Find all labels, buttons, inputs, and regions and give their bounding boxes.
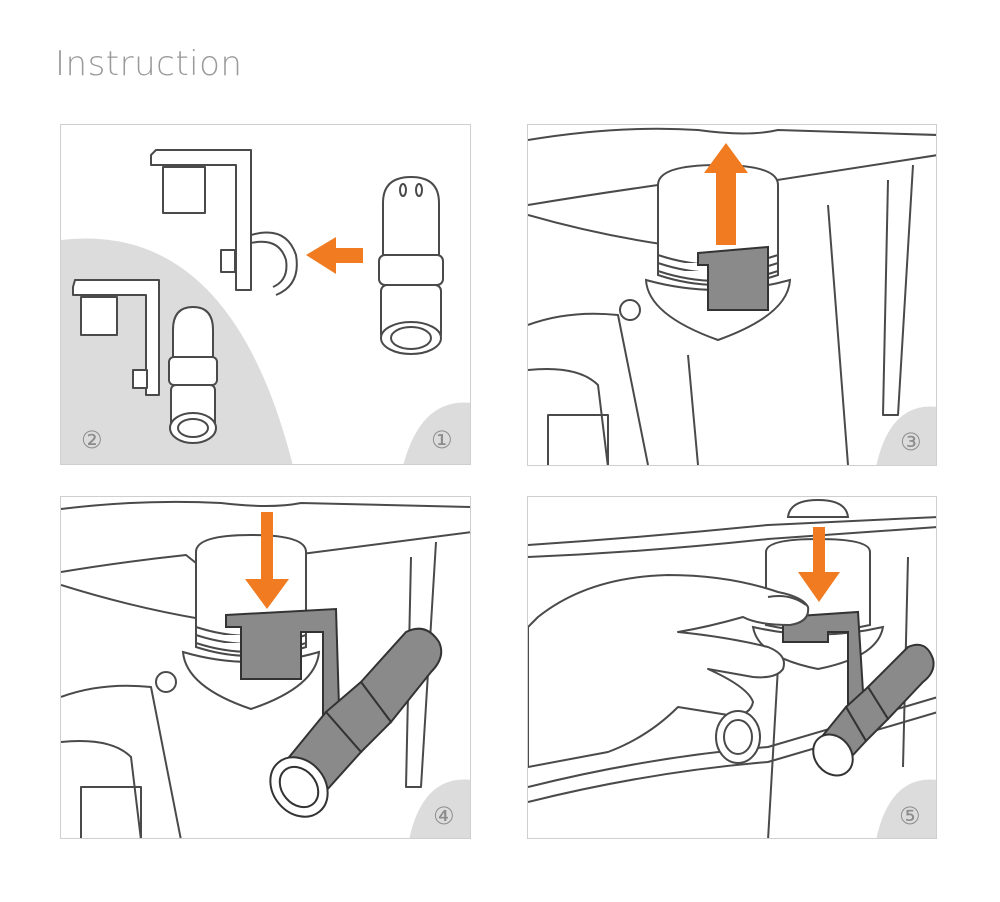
assembled-clip-light — [72, 279, 218, 444]
step-number-4: ④ — [433, 802, 455, 830]
arrow-up-icon — [704, 143, 748, 245]
corner-badge-4 — [409, 779, 470, 838]
light-mount — [225, 607, 341, 725]
drone-body-lines — [528, 127, 936, 465]
illustration-press-mount — [528, 498, 936, 838]
corner-badge-5 — [876, 779, 936, 838]
panel-step-3: ③ — [527, 124, 937, 466]
light-mount — [782, 610, 865, 710]
clip-bracket — [150, 149, 298, 296]
arrow-down-icon — [798, 527, 840, 602]
page-title: Instruction — [55, 44, 243, 84]
flashlight-icon — [269, 627, 443, 818]
mount-cap — [697, 245, 769, 311]
flashlight-icon — [378, 175, 444, 355]
illustration-remove-cap — [528, 127, 936, 465]
arrow-left-icon — [306, 237, 363, 274]
panel-step-4: ④ — [60, 496, 471, 839]
corner-badge-1 — [403, 402, 470, 464]
step-number-2: ② — [81, 426, 103, 454]
panel-step-5: ⑤ — [527, 496, 937, 839]
corner-badge-3 — [876, 406, 936, 465]
step-number-5: ⑤ — [899, 802, 921, 830]
arrow-down-icon — [245, 512, 289, 609]
step-number-1: ① — [431, 426, 453, 454]
corner-badge-2 — [61, 424, 91, 464]
illustration-attach-clip — [61, 149, 470, 464]
flashlight-icon — [812, 643, 935, 777]
step-number-3: ③ — [900, 428, 922, 456]
hand-icon — [528, 574, 810, 768]
illustration-attach-mount — [61, 500, 470, 838]
panel-steps-1-2: ② ① — [60, 124, 471, 465]
